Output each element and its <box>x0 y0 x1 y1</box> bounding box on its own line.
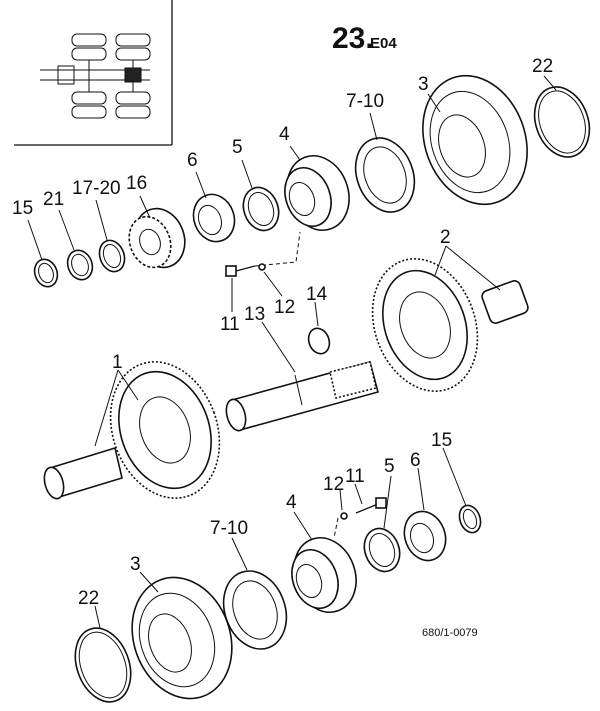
hub-3-top <box>422 74 528 206</box>
callout-13: 13 <box>244 304 265 325</box>
bearing-4-bottom <box>291 537 357 613</box>
ring-gear-2 <box>371 258 529 392</box>
ring-21 <box>66 249 94 281</box>
callout-15-top: 15 <box>12 198 33 219</box>
callout-1: 1 <box>112 352 123 373</box>
callout-7-10-bottom: 7-10 <box>210 518 248 539</box>
nut-6-top <box>192 193 236 243</box>
callout-3-top: 3 <box>418 74 429 95</box>
callout-2: 2 <box>440 227 451 248</box>
bearing-4-top <box>284 155 350 231</box>
hub-3-bottom <box>131 576 233 700</box>
snap-ring-15-bottom <box>458 504 482 534</box>
shim-5-bottom <box>363 527 401 573</box>
callouts: 15 21 17-20 16 6 5 4 7-10 3 22 2 11 12 1… <box>12 56 553 609</box>
callout-4-top: 4 <box>279 124 290 145</box>
vehicle-axle-locator-icon <box>14 0 173 146</box>
callout-16: 16 <box>126 173 147 194</box>
reference-code: 680/1-0079 <box>422 627 478 639</box>
callout-5-bottom: 5 <box>384 456 395 477</box>
callout-12-bottom: 12 <box>323 474 344 495</box>
bolt-11-bottom <box>333 497 387 539</box>
callout-17-20: 17-20 <box>72 178 121 199</box>
page-code: E04 <box>370 35 397 52</box>
callout-15-bottom: 15 <box>431 430 452 451</box>
gear-16 <box>128 207 186 269</box>
nut-6-bottom <box>403 510 447 562</box>
callout-3-bottom: 3 <box>130 554 141 575</box>
callout-21: 21 <box>43 189 64 210</box>
shim-5-top <box>242 186 280 232</box>
callout-4-bottom: 4 <box>286 492 297 513</box>
seal-ring-22-bottom <box>74 627 132 703</box>
callout-14: 14 <box>306 284 328 305</box>
snap-ring-14 <box>307 327 331 355</box>
shaft-13 <box>225 361 379 432</box>
leader-lines <box>27 75 557 629</box>
page-number: 23. <box>332 22 374 55</box>
callout-7-10-top: 7-10 <box>346 91 384 112</box>
ring-17-20 <box>98 239 126 273</box>
callout-22-bottom: 22 <box>78 588 99 609</box>
callout-5-top: 5 <box>232 137 243 158</box>
callout-6-top: 6 <box>187 150 198 171</box>
bolt-11-top <box>225 231 301 277</box>
callout-12-top: 12 <box>274 297 295 318</box>
shim-7-10-top <box>354 137 416 213</box>
callout-11-bottom: 11 <box>345 466 365 487</box>
callout-11-top: 11 <box>220 314 240 335</box>
snap-ring-15-top <box>33 258 59 288</box>
callout-6-bottom: 6 <box>410 450 421 471</box>
seal-ring-22-top <box>533 86 591 158</box>
callout-22-top: 22 <box>532 56 553 77</box>
bevel-gear-1 <box>43 361 221 500</box>
